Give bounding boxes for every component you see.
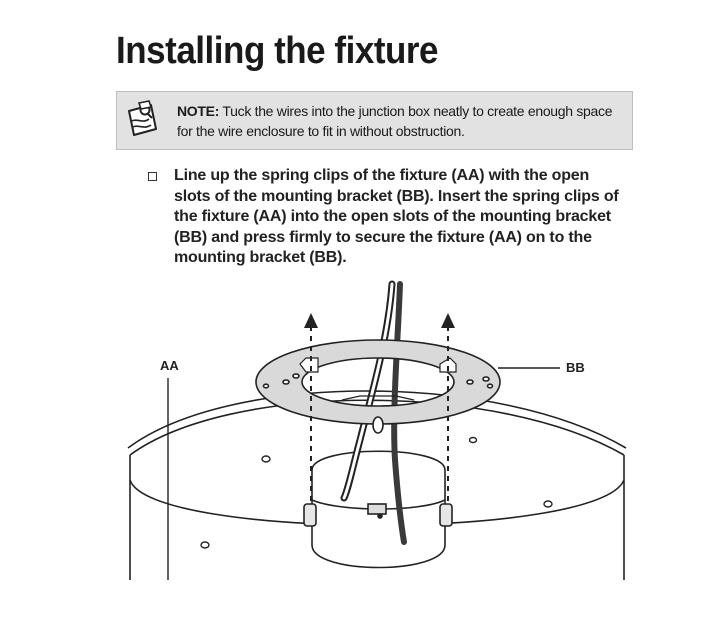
wire-enclosure — [303, 450, 453, 569]
fixture-screw-holes — [200, 436, 553, 549]
wires — [340, 280, 407, 545]
callout-lines — [167, 367, 560, 580]
note-label: NOTE: — [177, 103, 220, 119]
note-text: NOTE: Tuck the wires into the junction b… — [177, 101, 629, 141]
callout-bb: BB — [566, 360, 585, 375]
mounting-bracket — [255, 339, 501, 434]
note-body: Tuck the wires into the junction box nea… — [177, 103, 613, 139]
note-box: NOTE: Tuck the wires into the junction b… — [116, 91, 633, 150]
pushpin-note-icon — [128, 100, 157, 136]
page-title: Installing the fixture — [116, 30, 439, 72]
alignment-arrows — [304, 313, 455, 505]
step-text: Line up the spring clips of the fixture … — [174, 167, 619, 266]
callout-aa: AA — [160, 358, 179, 373]
step-checkbox[interactable] — [148, 172, 157, 181]
